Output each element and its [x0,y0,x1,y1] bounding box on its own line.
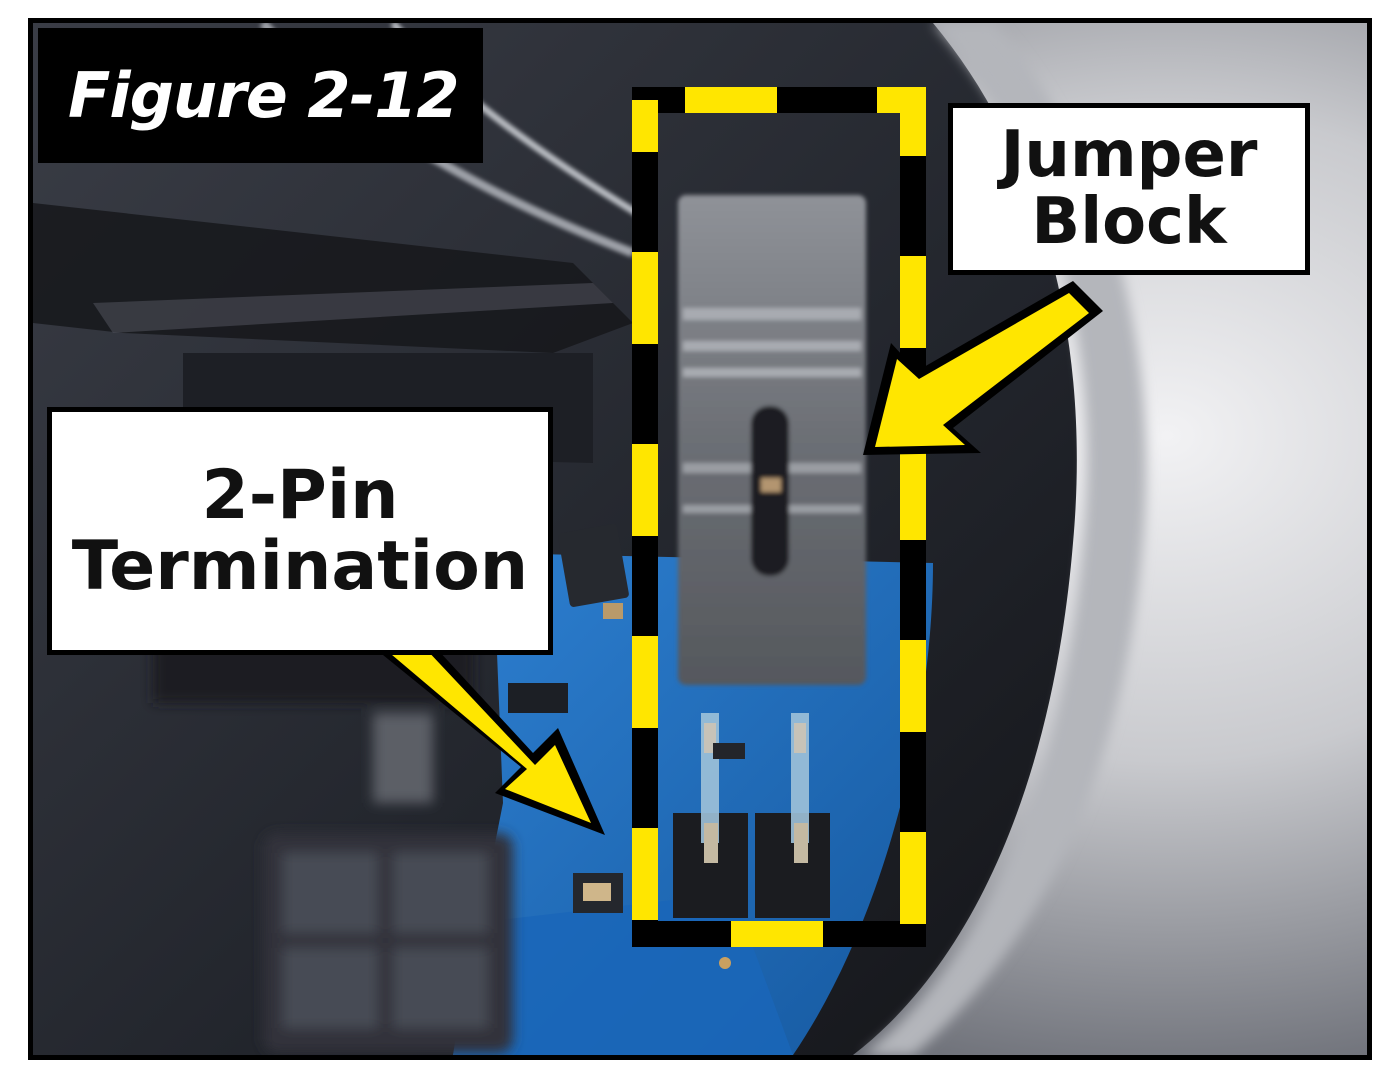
jumper-block-callout: Jumper Block [948,103,1310,275]
figure-title: Figure 2-12 [38,28,483,163]
two-pin-label-line2: Termination [71,527,529,606]
termination-arrow [378,623,605,835]
highlight-box [632,87,926,947]
two-pin-termination-callout: 2-Pin Termination [47,407,553,655]
jumper-block-label-line2: Block [1031,185,1227,259]
component-cap-pad [583,883,611,901]
component-pad [603,603,623,619]
jumper-block-label-line1: Jumper [1000,117,1258,192]
figure-frame: Figure 2-12 Jumper Block 2-Pin Terminati… [28,18,1372,1060]
shelf-edge [93,283,613,333]
component-chip [558,523,629,607]
foreground-connector [153,643,513,1053]
two-pin-label-line1: 2-Pin [201,455,399,535]
component-resistor [508,683,568,713]
jumper-arrow [863,281,1103,455]
board-via [719,957,731,969]
housing-rim [863,23,1147,1055]
header-pins [673,713,830,918]
jumper-block-graphic [678,195,866,685]
